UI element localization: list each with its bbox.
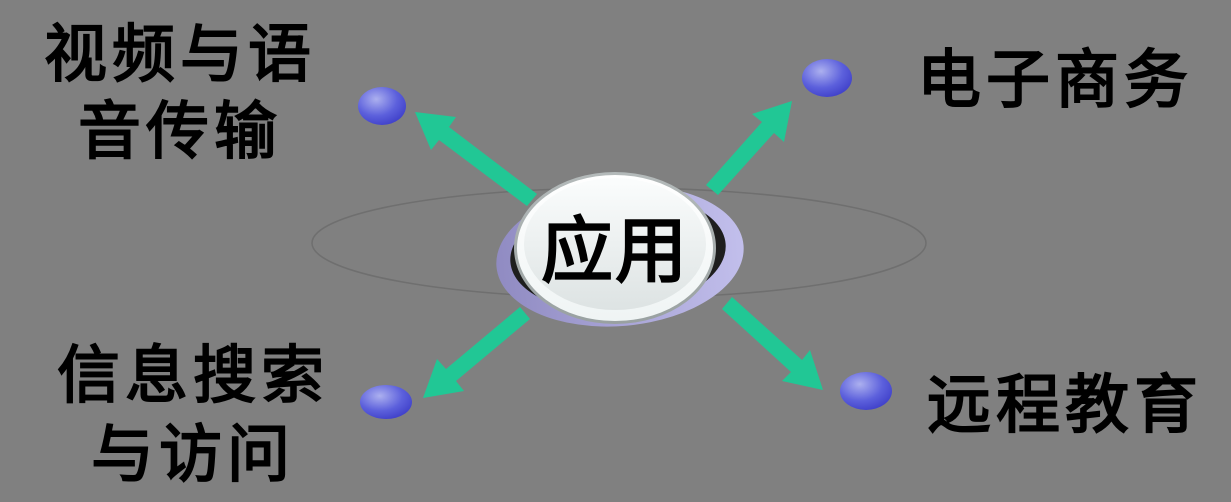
node-label-line: 信息搜索 [57,339,329,412]
sphere-e-commerce [802,59,852,97]
node-label-line: 与访问 [91,418,295,491]
node-label-line: 远程教育 [927,369,1203,443]
hub-label: 应用 [540,209,689,293]
node-label-info-search: 信息搜索 与访问 [28,336,358,494]
arrow-to-e-commerce [706,101,792,195]
sphere-video-voice [358,87,406,125]
arrow-to-distance-education [722,297,823,390]
node-label-line: 音传输 [78,95,282,168]
arrow-to-info-search [423,307,530,398]
sphere-distance-education [840,372,892,410]
node-label-e-commerce: 电子商务 [900,43,1210,119]
node-label-video-voice: 视频与语 音传输 [28,16,332,170]
hub-face [524,178,706,310]
node-label-line: 电子商务 [917,44,1193,118]
arrow-to-video-voice [415,112,537,206]
sphere-info-search [360,385,412,419]
node-label-line: 视频与语 [44,18,316,91]
node-label-distance-education: 远程教育 [910,368,1220,444]
